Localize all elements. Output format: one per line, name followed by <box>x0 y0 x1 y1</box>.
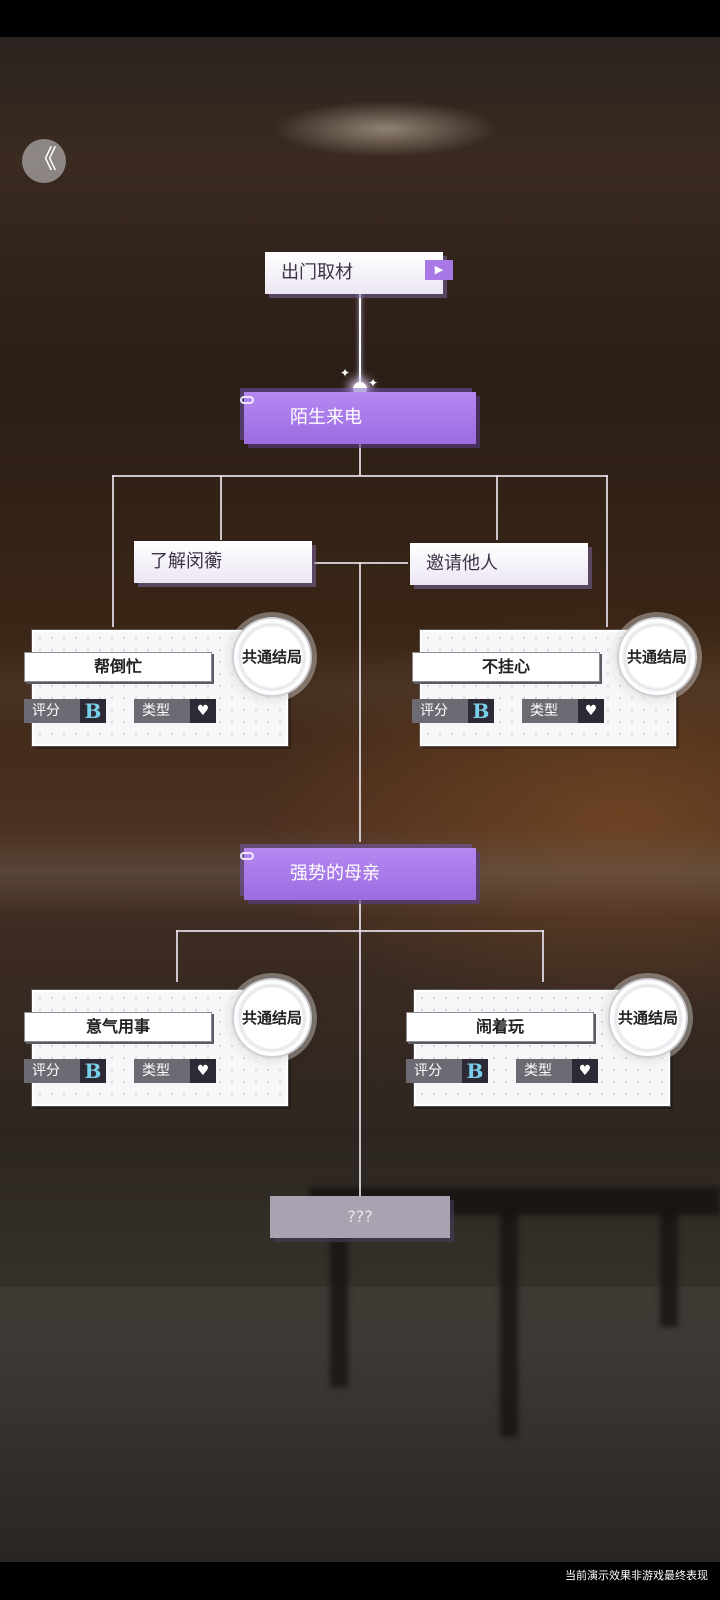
broken-heart-icon: ♥ <box>572 1059 598 1083</box>
grade-value: B <box>462 1059 488 1083</box>
type-badge: 类型 ♥ <box>522 699 604 723</box>
sparkle-icon: ✦ <box>368 376 379 390</box>
bg-table-leg <box>330 1207 348 1387</box>
ending-medal: 共通结局 <box>232 617 312 697</box>
paperclip-icon <box>240 852 254 860</box>
connector-line <box>359 898 361 1198</box>
bg-table-leg <box>660 1207 678 1327</box>
story-node-start[interactable]: 出门取材 ▶ <box>265 252 453 294</box>
ending-medal: 共通结局 <box>232 978 312 1058</box>
choice-node-left[interactable]: 了解闵蘅 <box>134 541 312 583</box>
ending-medal: 共通结局 <box>608 978 688 1058</box>
node-label: 了解闵蘅 <box>150 551 222 572</box>
story-node-locked[interactable]: ??? <box>270 1196 450 1238</box>
connector-line <box>314 562 408 564</box>
type-label: 类型 <box>142 1063 170 1079</box>
ending-medal: 共通结局 <box>617 617 697 697</box>
type-label: 类型 <box>524 1063 552 1079</box>
bg-table-leg <box>500 1207 518 1437</box>
score-label: 评分 <box>32 1063 60 1079</box>
broken-heart-icon: ♥ <box>190 1059 216 1083</box>
score-badge: 评分 B <box>412 699 494 723</box>
score-badge: 评分 B <box>24 1059 106 1083</box>
grade-value: B <box>468 699 494 723</box>
connector-line <box>112 475 114 627</box>
back-button[interactable]: 《 <box>22 139 66 183</box>
ending-title: 闹着玩 <box>406 1012 594 1042</box>
connector-line <box>496 475 498 540</box>
type-label: 类型 <box>142 703 170 719</box>
node-label: 出门取材 <box>281 262 353 283</box>
sparkle-icon: ✦ <box>340 366 351 380</box>
score-badge: 评分 B <box>24 699 106 723</box>
ending-title: 意气用事 <box>24 1012 212 1042</box>
connector-line <box>220 475 222 540</box>
grade-value: B <box>80 699 106 723</box>
ending-card[interactable]: 帮倒忙 评分 B 类型 ♥ <box>24 630 288 746</box>
bg-floor <box>0 1287 720 1562</box>
score-label: 评分 <box>420 703 448 719</box>
status-bar <box>0 0 720 37</box>
type-badge: 类型 ♥ <box>134 1059 216 1083</box>
grade-value: B <box>80 1059 106 1083</box>
play-icon[interactable]: ▶ <box>425 260 453 280</box>
connector-line <box>542 930 544 982</box>
connector-line <box>176 930 178 982</box>
score-label: 评分 <box>414 1063 442 1079</box>
connector-line <box>359 440 361 476</box>
paperclip-icon <box>240 396 254 404</box>
score-badge: 评分 B <box>406 1059 488 1083</box>
choice-node-right[interactable]: 邀请他人 <box>410 543 588 585</box>
navigation-bar <box>0 1562 720 1600</box>
connector-line <box>606 475 608 627</box>
score-label: 评分 <box>32 703 60 719</box>
connector-line <box>112 475 608 477</box>
node-label: 强势的母亲 <box>290 863 380 884</box>
node-label: 陌生来电 <box>290 407 362 428</box>
ending-title: 不挂心 <box>412 652 600 682</box>
disclaimer-text: 当前演示效果非游戏最终表现 <box>565 1569 708 1582</box>
broken-heart-icon: ♥ <box>190 699 216 723</box>
story-node-branch1[interactable]: 陌生来电 <box>240 392 476 444</box>
node-label: 邀请他人 <box>426 553 498 574</box>
type-badge: 类型 ♥ <box>134 699 216 723</box>
broken-heart-icon: ♥ <box>578 699 604 723</box>
type-badge: 类型 ♥ <box>516 1059 598 1083</box>
connector-line <box>176 930 544 932</box>
type-label: 类型 <box>530 703 558 719</box>
connector-line <box>359 292 361 388</box>
story-node-branch2[interactable]: 强势的母亲 <box>240 848 476 900</box>
connector-line <box>359 562 361 842</box>
ending-title: 帮倒忙 <box>24 652 212 682</box>
